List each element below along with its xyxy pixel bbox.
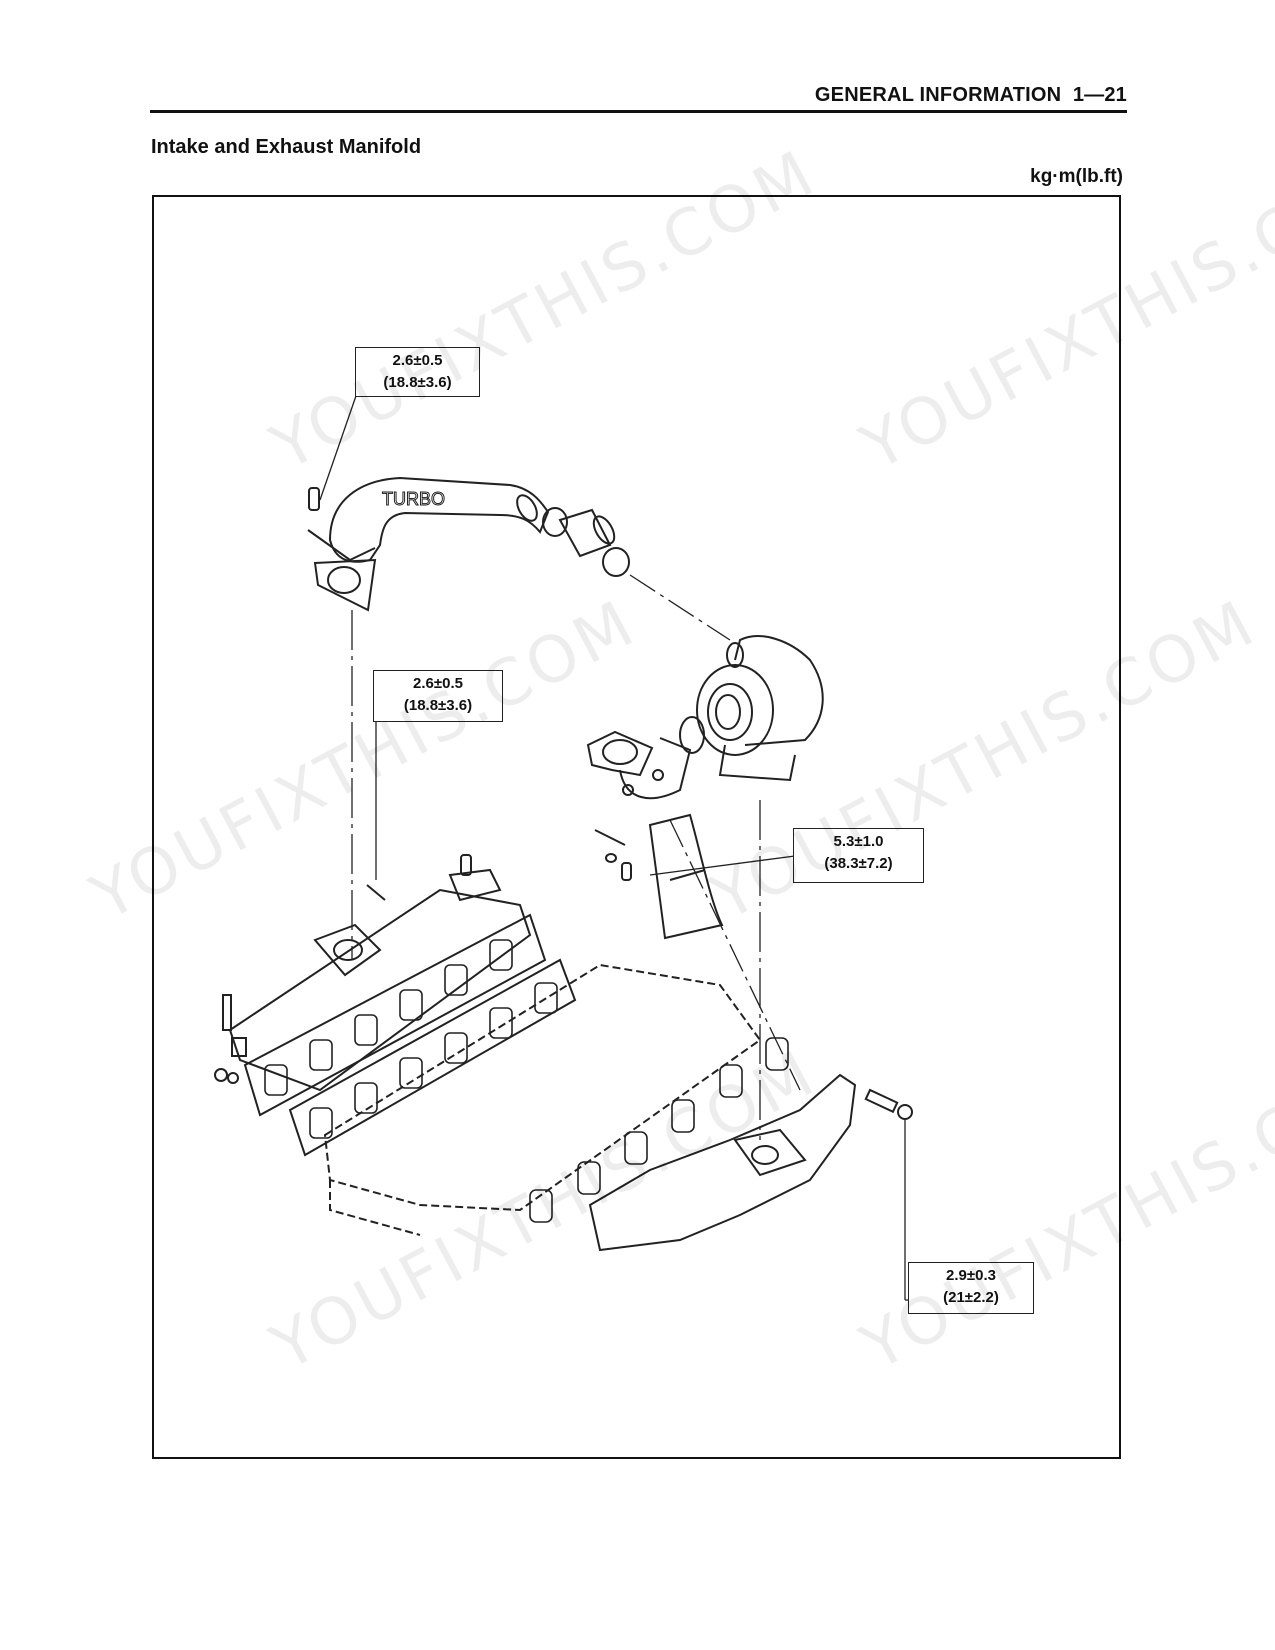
page-title: Intake and Exhaust Manifold	[151, 136, 422, 158]
turbo-lettering: TURBO	[382, 489, 445, 509]
cylinder-head	[323, 963, 762, 1236]
torque-callout-intake-manifold: 2.6±0.5 (18.8±3.6)	[373, 670, 503, 722]
heat-shield	[594, 813, 724, 940]
turbo-intake-pipe: TURBO	[307, 476, 550, 612]
hose-and-clamps	[516, 494, 630, 577]
turbocharger	[679, 635, 824, 782]
intake-manifold	[214, 854, 532, 1092]
torque-metric: 2.9±0.3	[946, 1267, 996, 1284]
torque-imperial: (18.8±3.6)	[403, 697, 473, 714]
diagram-frame	[152, 195, 1121, 1459]
torque-metric: 5.3±1.0	[833, 833, 884, 850]
torque-metric: 2.6±0.5	[392, 352, 443, 369]
torque-metric: 2.6±0.5	[413, 675, 463, 692]
running-header: GENERAL INFORMATION 1—21	[815, 84, 1127, 107]
leader-lines	[319, 392, 910, 1301]
section-name: GENERAL INFORMATION	[814, 84, 1062, 106]
torque-callout-turbo-pipe: 2.6±0.5 (18.8±3.6)	[355, 347, 480, 397]
header-rule	[150, 110, 1127, 113]
exhaust-manifold	[588, 1073, 913, 1252]
torque-units: kg·m(lb.ft)	[1030, 166, 1123, 187]
pipe-gasket	[313, 558, 377, 612]
torque-callout-heat-shield: 5.3±1.0 (38.3±7.2)	[793, 828, 924, 883]
page-number: 1—21	[1072, 84, 1127, 106]
exhaust-gaskets	[529, 1037, 789, 1223]
torque-imperial: (21±2.2)	[943, 1289, 999, 1306]
torque-imperial: (18.8±3.6)	[383, 374, 452, 391]
torque-callout-exhaust-manifold: 2.9±0.3 (21±2.2)	[908, 1262, 1034, 1314]
torque-imperial: (38.3±7.2)	[824, 855, 893, 872]
exhaust-elbow	[586, 730, 692, 800]
intake-gaskets	[243, 913, 577, 1157]
